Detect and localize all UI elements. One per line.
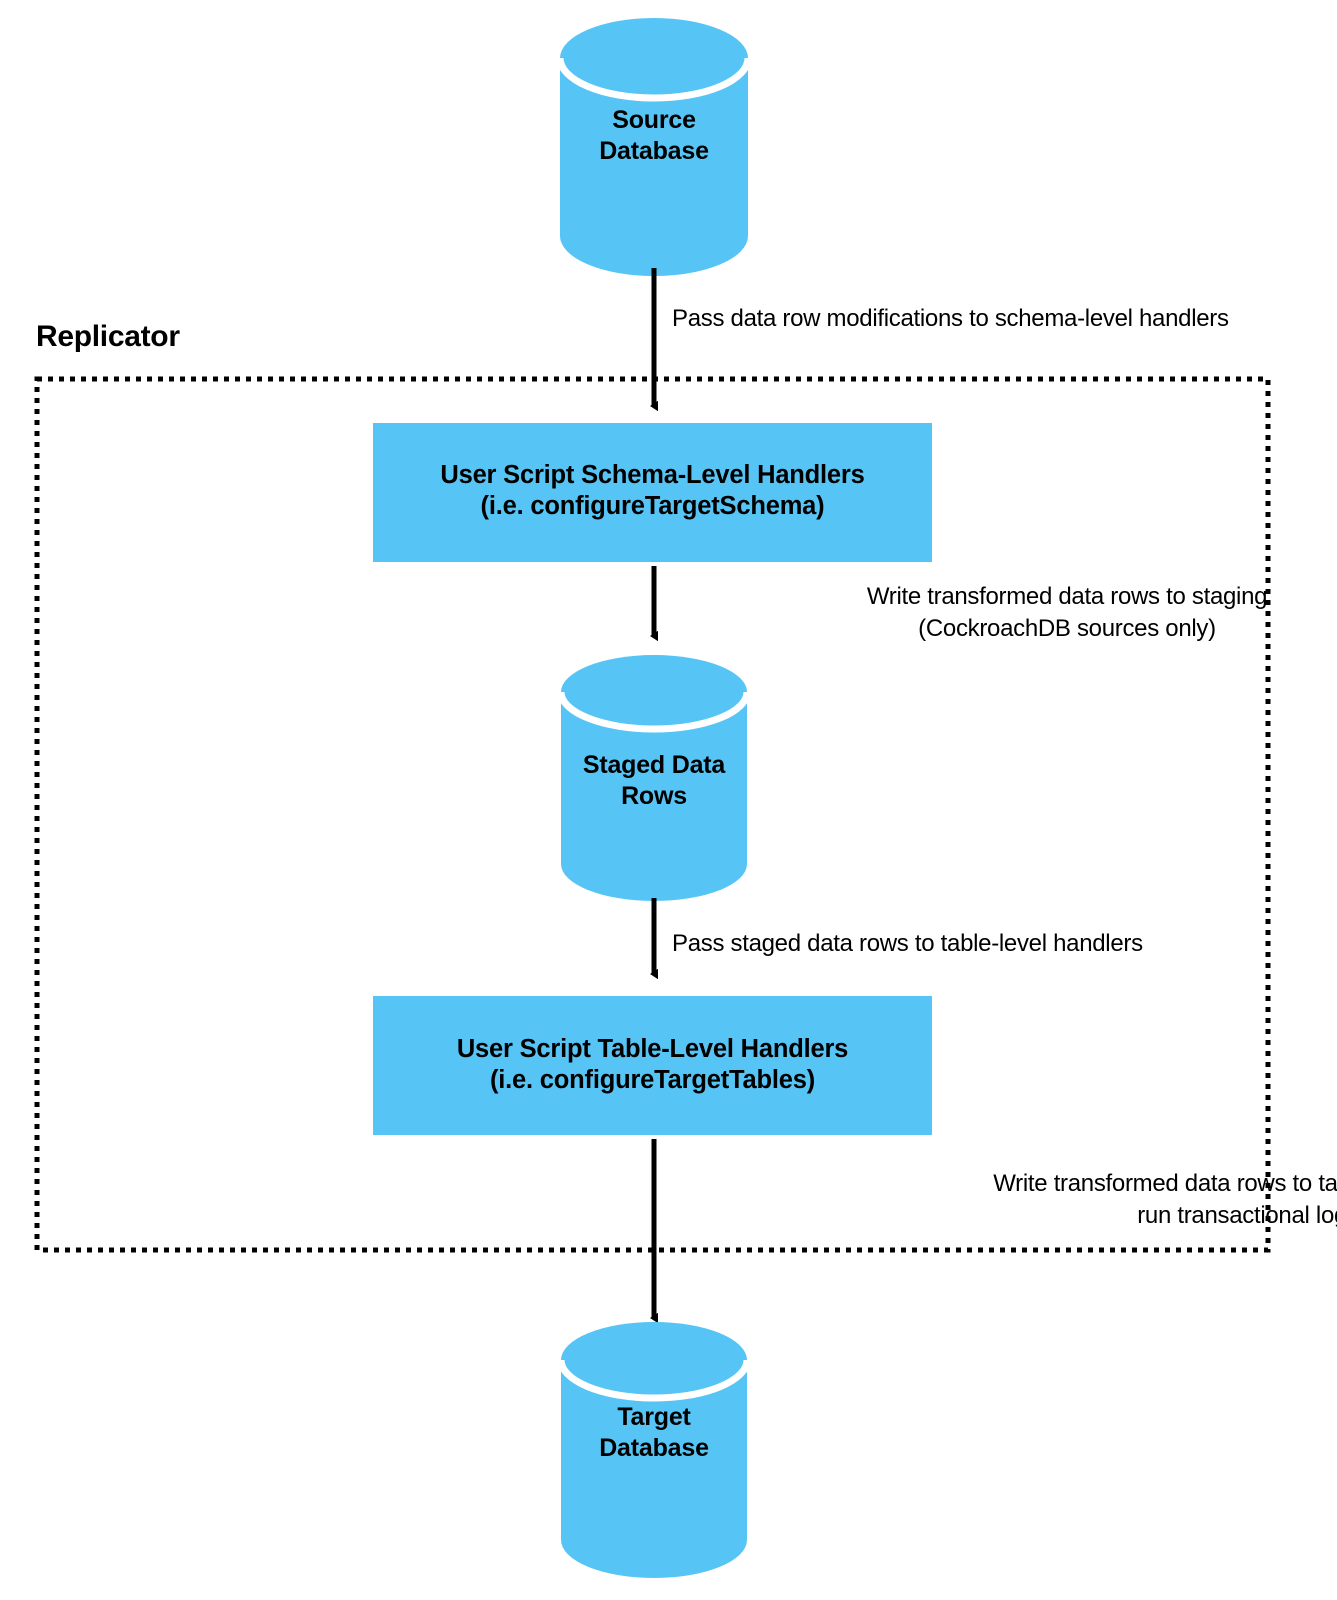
replicator-group-title: Replicator [36,320,180,353]
schema-handlers-shape [373,423,932,562]
source-database-shape [556,18,752,276]
staged-rows-shape [557,655,751,901]
target-database-shape [557,1322,751,1578]
table-handlers-shape [373,996,932,1135]
